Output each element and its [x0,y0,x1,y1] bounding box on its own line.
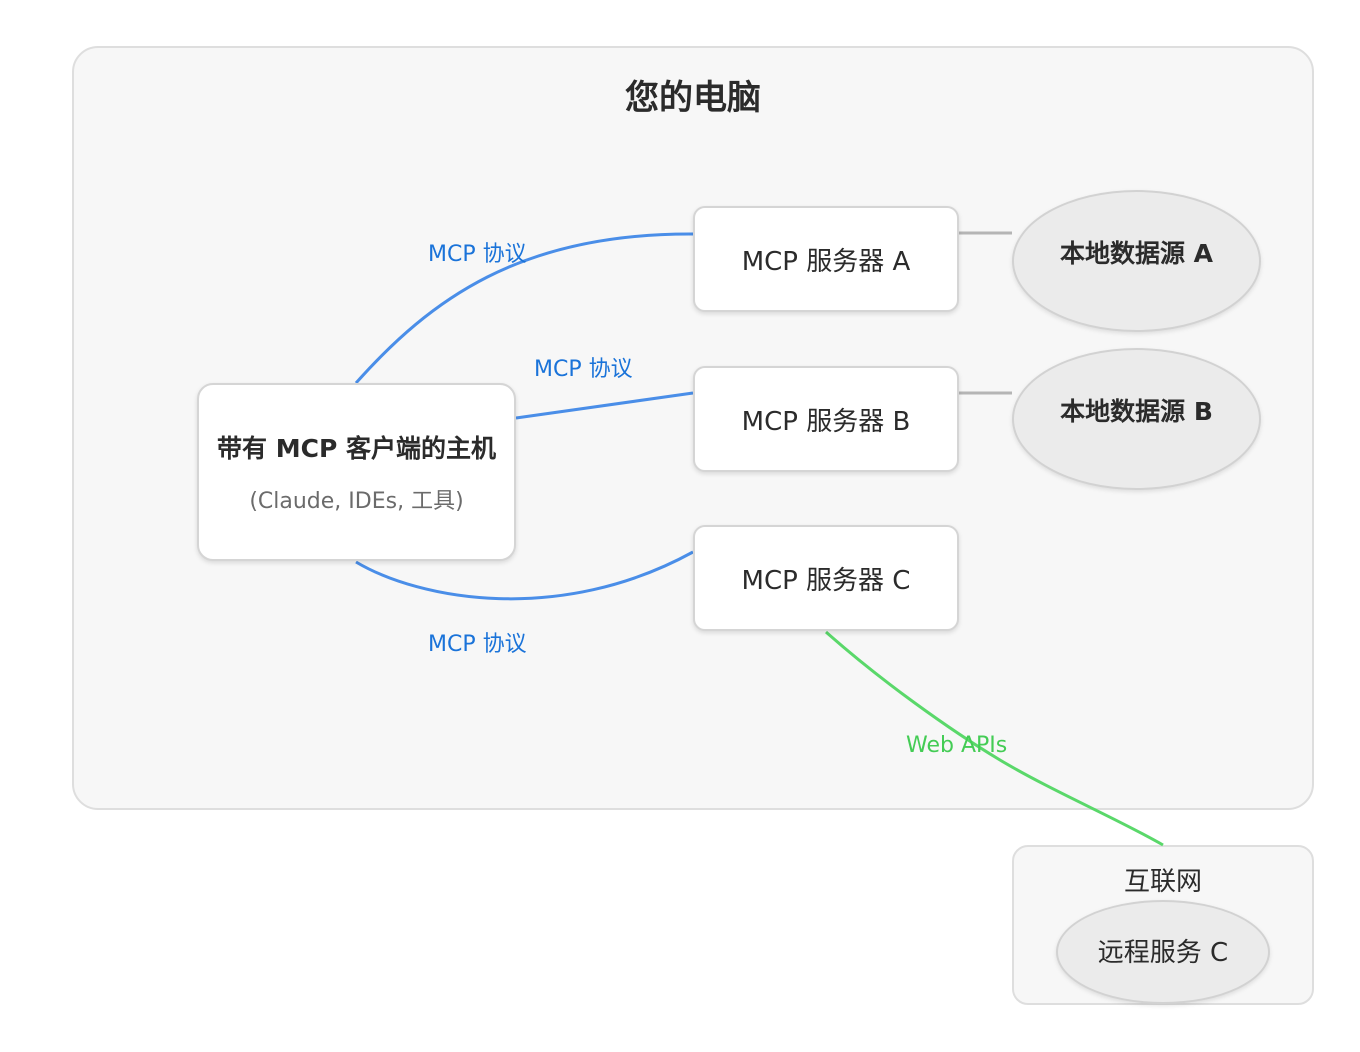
computer-title: 您的电脑 [625,78,761,118]
mcp-server-b-node[interactable]: MCP 服务器 B [693,366,959,472]
local-data-source-b-node[interactable]: 本地数据源 B [1012,348,1261,490]
remote-service-c-label: 远程服务 C [1097,938,1229,968]
mcp-label-c: MCP 协议 [428,632,527,657]
mcp-edge-b [515,391,694,420]
mcp-server-a-node[interactable]: MCP 服务器 A [693,206,959,312]
mcp-edge-a [354,232,694,384]
mcp-server-b-label: MCP 服务器 B [741,406,911,437]
local-data-source-a-node[interactable]: 本地数据源 A [1012,190,1261,332]
web-api-edge [825,630,1164,847]
host-subtitle: (Claude, IDEs, 工具) [249,489,464,514]
web-apis-label: Web APIs [906,733,1008,758]
mcp-label-a: MCP 协议 [428,242,527,267]
remote-service-c-node[interactable]: 远程服务 C [1056,900,1270,1004]
mcp-server-c-node[interactable]: MCP 服务器 C [693,525,959,631]
internet-title: 互联网 [1123,867,1202,897]
host-node[interactable]: 带有 MCP 客户端的主机 (Claude, IDEs, 工具) [197,383,516,561]
mcp-server-a-label: MCP 服务器 A [741,246,911,277]
mcp-edge-c [355,550,694,601]
local-data-source-b-label: 本地数据源 B [1060,397,1213,426]
mcp-label-b: MCP 协议 [534,357,633,382]
host-title: 带有 MCP 客户端的主机 [217,434,496,463]
local-data-source-a-label: 本地数据源 A [1059,239,1214,268]
mcp-server-c-label: MCP 服务器 C [741,565,911,596]
